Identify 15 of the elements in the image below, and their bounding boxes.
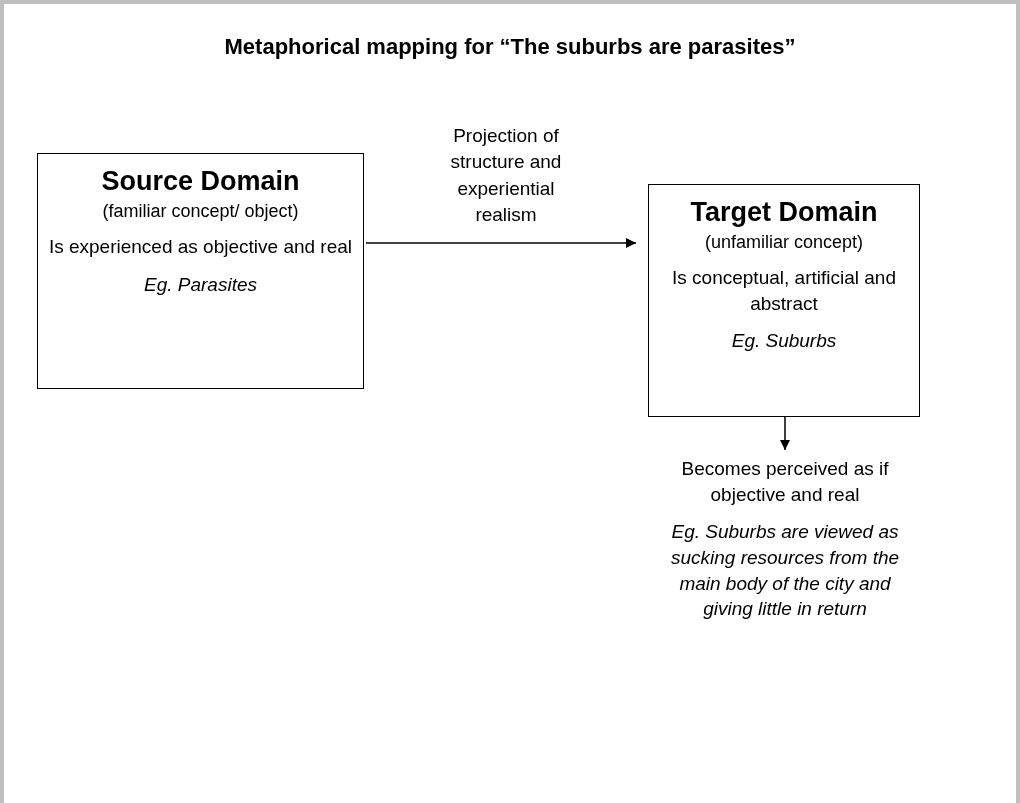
domain-box — [37, 153, 364, 389]
box-heading: Target Domain — [689, 197, 879, 228]
example-text: Eg. Suburbs are viewed as sucking resources from the main body of the city and giving little in return — [669, 520, 901, 622]
box-subtitle: (unfamiliar concept) — [703, 232, 865, 253]
example-text: Eg. Suburbs — [730, 329, 838, 354]
box-description: Is conceptual, artificial and abstract — [671, 266, 897, 316]
example-text: Eg. Parasites — [143, 272, 258, 297]
box-description: Is experienced as objective and real — [47, 235, 354, 259]
domain-box — [648, 184, 920, 417]
box-subtitle: (familiar concept/ object) — [101, 201, 300, 222]
arrow — [365, 238, 637, 248]
arrow — [780, 416, 790, 451]
outcome-text: Becomes perceived as if objective and real — [680, 457, 890, 507]
diagram-title: Metaphorical mapping for “The suburbs are parasites” — [223, 34, 797, 60]
box-heading: Source Domain — [100, 166, 301, 197]
